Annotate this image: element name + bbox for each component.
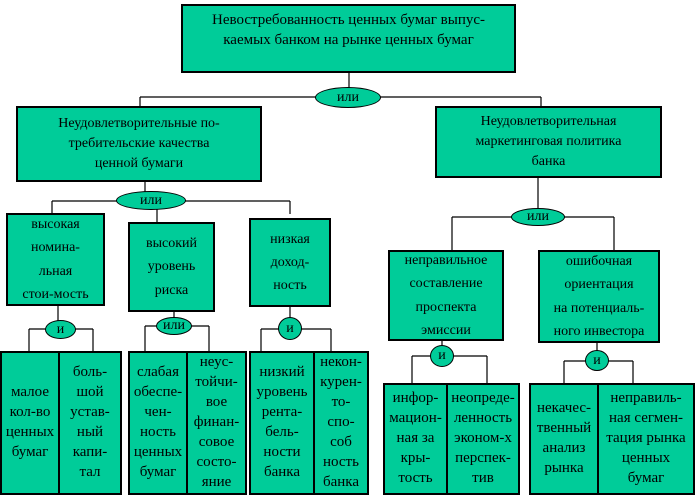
leaf-information-closedness: инфор- мацион- ная за кры- тость xyxy=(383,383,448,495)
branch-marketing-policy: Неудовлетворительная маркетинговая полит… xyxy=(435,106,662,178)
leaf-large-capital: боль- шой устав- ный капи- тал xyxy=(58,351,122,495)
leaf-uncompetitiveness: некон- курен- то- спо- соб ность банка xyxy=(313,351,369,495)
leaf-poor-market-analysis: некачес- твенный анализ рынка xyxy=(529,383,599,495)
leaf-weak-backing: слабая обеспе- чен- ность ценных бумаг xyxy=(128,351,188,495)
cause-high-nominal-value: высокая номина- льная стои-мость xyxy=(6,213,105,306)
cause-wrong-investor-orientation: ошибочная ориентация на потенциаль- ного… xyxy=(538,250,660,343)
connector-or-root: или xyxy=(315,87,381,108)
leaf-low-profitability: низкий уровень рента- бель- ности банка xyxy=(249,351,315,495)
leaf-unstable-finances: неус- тойчи- вое финан- совое состо- яни… xyxy=(186,351,247,495)
leaf-few-securities: малое кол-во ценных бумаг xyxy=(0,351,60,495)
connector-and-group1: и xyxy=(45,320,76,339)
connector-and-group5: и xyxy=(585,350,609,371)
cause-low-yield: низкая доход- ность xyxy=(249,218,331,307)
connector-and-group4: и xyxy=(430,345,454,367)
root-node: Невостребованность ценных бумаг выпус- к… xyxy=(181,4,516,73)
connector-and-group3: и xyxy=(278,317,302,340)
cause-wrong-prospectus: неправильное составление проспекта эмисс… xyxy=(388,250,504,341)
leaf-wrong-segmentation: неправиль- ная сегмен- тация рынка ценны… xyxy=(597,383,695,495)
leaf-economic-uncertainty: неопреде- ленность эконом-х перспек- тив xyxy=(446,383,520,495)
connector-or-branch1: или xyxy=(116,191,186,210)
branch-consumer-qualities: Неудовлетворительные по- требительские к… xyxy=(16,106,262,182)
connector-or-group2: или xyxy=(156,317,192,335)
cause-high-risk: высокий уровень риска xyxy=(128,222,215,312)
connector-or-branch2: или xyxy=(511,208,565,226)
